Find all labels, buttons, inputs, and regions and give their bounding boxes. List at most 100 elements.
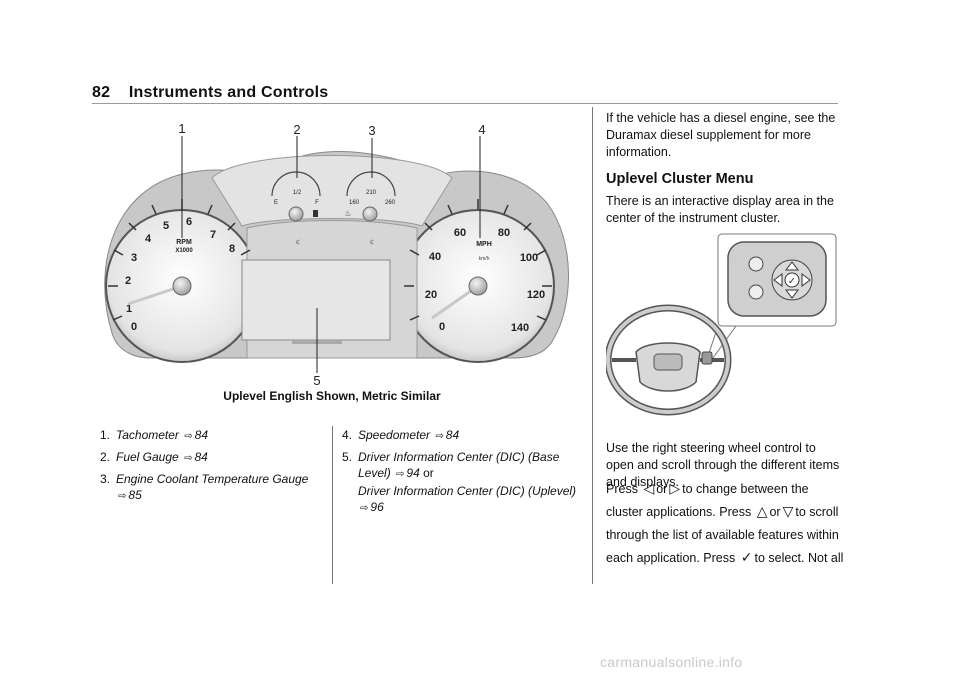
item-page[interactable]: 84 bbox=[194, 428, 209, 442]
item-link-speedometer[interactable]: Speedometer bbox=[358, 428, 431, 442]
up-arrow-icon: △ bbox=[756, 503, 768, 519]
callout-1: 1 bbox=[178, 121, 185, 136]
tachometer-ticks bbox=[108, 199, 251, 321]
callout-4: 4 bbox=[478, 122, 485, 137]
page-ref-icon: ⇨ bbox=[184, 453, 193, 464]
cluster-illustration: 0 1 2 3 4 5 6 7 8 RPM X1000 bbox=[104, 121, 569, 388]
svg-text:ℭ: ℭ bbox=[296, 239, 300, 246]
tach-hub bbox=[172, 276, 192, 296]
right-arrow-icon bbox=[801, 273, 811, 287]
steering-control-paragraph: Use the right steering wheel control to … bbox=[606, 441, 840, 489]
list-item: 3. Engine Coolant Temperature Gauge ⇨85 bbox=[100, 471, 326, 505]
instrument-cluster-figure: 0 1 2 3 4 5 6 7 8 RPM X1000 bbox=[92, 118, 572, 391]
tach-tick-7: 7 bbox=[210, 229, 216, 241]
speed-tick-40: 40 bbox=[429, 251, 441, 263]
speed-tick-80: 80 bbox=[498, 227, 510, 239]
item-number: 4. bbox=[342, 428, 353, 442]
item-page[interactable]: 94 bbox=[406, 466, 420, 480]
speed-tick-60: 60 bbox=[454, 227, 466, 239]
item-link-dic-uplevel[interactable]: Driver Information Center (DIC) (Uplevel… bbox=[358, 484, 577, 498]
or-text: or bbox=[423, 466, 434, 480]
dic-display bbox=[241, 259, 391, 341]
page-ref-icon: ⇨ bbox=[396, 469, 405, 480]
column-divider bbox=[332, 426, 333, 584]
steering-wheel-illustration: ✓ bbox=[604, 233, 837, 416]
item-link-tachometer[interactable]: Tachometer bbox=[116, 428, 179, 442]
tach-tick-3: 3 bbox=[131, 252, 137, 264]
item-page[interactable]: 96 bbox=[370, 500, 384, 514]
fuel-pump-icon bbox=[313, 210, 318, 217]
speedo-sublabel: km/h bbox=[479, 256, 490, 262]
list-item: 5. Driver Information Center (DIC) (Base… bbox=[342, 449, 583, 517]
text-run: to scroll through the list of available … bbox=[606, 505, 839, 565]
speed-tick-0: 0 bbox=[439, 321, 445, 333]
center-pod bbox=[211, 155, 453, 227]
speed-tick-120: 120 bbox=[527, 289, 545, 301]
text-run: or bbox=[656, 482, 668, 496]
speed-tick-100: 100 bbox=[520, 252, 538, 264]
figure-caption: Uplevel English Shown, Metric Similar bbox=[223, 389, 441, 403]
text-run: to change between the cluster applicatio… bbox=[606, 482, 809, 519]
left-arrow-icon bbox=[773, 273, 783, 287]
column-divider bbox=[592, 107, 593, 584]
right-arrow-icon: ▷ bbox=[669, 480, 681, 496]
item-page[interactable]: 85 bbox=[128, 488, 142, 502]
speedometer-ticks bbox=[404, 199, 552, 321]
item-link-fuel-gauge[interactable]: Fuel Gauge bbox=[116, 450, 179, 464]
svg-text:ℭ: ℭ bbox=[370, 239, 374, 246]
header-rule bbox=[92, 103, 838, 104]
tach-tick-0: 0 bbox=[131, 321, 137, 333]
tach-tick-5: 5 bbox=[163, 220, 169, 232]
text-run: to select. Not all bbox=[754, 551, 844, 565]
item-link-coolant-gauge[interactable]: Engine Coolant Temperature Gauge bbox=[116, 472, 309, 486]
down-arrow-icon: ▽ bbox=[782, 503, 794, 519]
text-run: Press bbox=[606, 482, 638, 496]
speed-tick-140: 140 bbox=[511, 322, 529, 334]
list-item: 4. Speedometer ⇨84 bbox=[342, 427, 583, 445]
fuel-empty-label: E bbox=[274, 200, 278, 206]
select-check-icon: ✓ bbox=[740, 549, 753, 565]
tach-tick-8: 8 bbox=[229, 243, 235, 255]
temp-low-label: 160 bbox=[349, 200, 360, 206]
phone-button-icon bbox=[748, 284, 764, 300]
fuel-half-label: 1/2 bbox=[293, 190, 302, 196]
item-number: 3. bbox=[100, 472, 111, 486]
callout-list-left: 1. Tachometer ⇨84 2. Fuel Gauge ⇨84 3. E… bbox=[100, 427, 326, 509]
item-page[interactable]: 84 bbox=[445, 428, 460, 442]
list-item: 1. Tachometer ⇨84 bbox=[100, 427, 326, 445]
tach-tick-1: 1 bbox=[126, 303, 132, 315]
callout-5: 5 bbox=[313, 373, 320, 386]
speedo-hub bbox=[468, 276, 488, 296]
steering-wheel-figure: ✓ bbox=[604, 232, 838, 421]
voice-button-icon bbox=[748, 256, 764, 272]
interactive-display-paragraph: There is an interactive display area in … bbox=[606, 194, 834, 225]
watermark-footer: carmanualsonline.info bbox=[600, 654, 743, 670]
diesel-note-paragraph: If the vehicle has a diesel engine, see … bbox=[606, 111, 836, 159]
fuel-hub bbox=[288, 206, 304, 222]
tach-label: RPM bbox=[176, 239, 192, 246]
fuel-full-label: F bbox=[315, 200, 319, 206]
speed-tick-20: 20 bbox=[425, 289, 437, 301]
tach-tick-4: 4 bbox=[145, 233, 152, 245]
navigation-instructions-paragraph: Press ◁or▷to change between the cluster … bbox=[606, 478, 844, 570]
text-run: or bbox=[769, 505, 781, 519]
temp-high-label: 260 bbox=[385, 200, 396, 206]
tach-sublabel: X1000 bbox=[175, 248, 193, 254]
speedo-label: MPH bbox=[476, 241, 492, 248]
page-number: 82 bbox=[92, 84, 111, 101]
select-check-icon: ✓ bbox=[788, 276, 796, 287]
item-page[interactable]: 84 bbox=[194, 450, 208, 464]
tach-tick-6: 6 bbox=[186, 216, 192, 228]
item-number: 5. bbox=[342, 450, 353, 464]
callout-3: 3 bbox=[368, 123, 375, 138]
page-ref-icon: ⇨ bbox=[118, 491, 127, 502]
page-ref-icon: ⇨ bbox=[184, 431, 193, 442]
item-link-dic-base[interactable]: Driver Information Center (DIC) (Base Le… bbox=[358, 450, 560, 480]
uplevel-cluster-menu-heading: Uplevel Cluster Menu bbox=[606, 171, 754, 187]
coolant-icon: ♨ bbox=[344, 209, 351, 218]
page-ref-icon: ⇨ bbox=[360, 503, 369, 514]
section-title: Instruments and Controls bbox=[128, 84, 329, 101]
page-ref-icon: ⇨ bbox=[435, 431, 444, 442]
temp-mid-label: 210 bbox=[366, 190, 377, 196]
temp-hub bbox=[362, 206, 378, 222]
